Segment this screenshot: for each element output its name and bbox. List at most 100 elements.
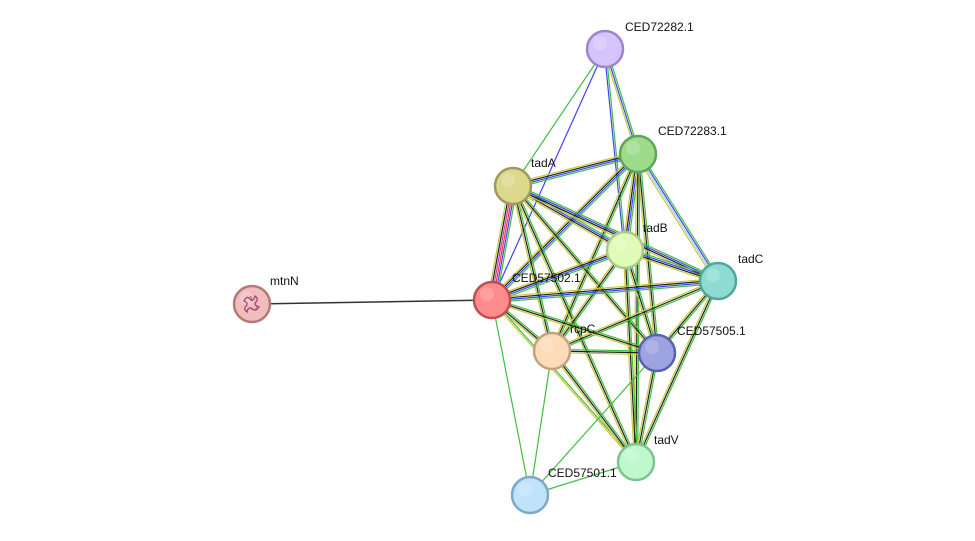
edge-evidence-line [551, 350, 637, 463]
edge-CED72283.1-CED57502.1[interactable] [489, 151, 641, 303]
node-tadA[interactable]: tadA [493, 156, 556, 206]
edge-evidence-line [635, 153, 639, 463]
node-circle[interactable] [232, 284, 272, 324]
node-highlight [624, 449, 638, 463]
edge-CED72283.1-tadC[interactable] [635, 152, 721, 283]
node-circle[interactable] [698, 261, 738, 301]
node-circle[interactable] [493, 166, 533, 206]
node-CED72283.1[interactable]: CED72283.1 [618, 124, 727, 174]
edge-evidence-line [635, 155, 717, 283]
edge-tadB-tadV[interactable] [622, 249, 639, 463]
edge-evidence-line [491, 248, 625, 300]
node-CED57501.1[interactable]: CED57501.1 [510, 466, 617, 515]
node-label: tadB [643, 221, 668, 235]
edge-CED72283.1-tadA[interactable] [512, 150, 639, 190]
edge-evidence-line [512, 150, 638, 185]
edge-evidence-line [491, 277, 718, 299]
node-mtnN[interactable]: mtnN [232, 274, 299, 324]
node-highlight [540, 338, 554, 352]
edge-evidence-line [491, 299, 531, 496]
edge-evidence-line [529, 352, 658, 496]
edge-evidence-line [605, 48, 627, 250]
edge-evidence-line [251, 299, 493, 305]
edge-CED57502.1-mtnN[interactable] [251, 299, 493, 305]
node-circle[interactable] [616, 442, 656, 482]
node-CED57505.1[interactable]: CED57505.1 [637, 324, 746, 373]
edge-CED57502.1-CED57501.1[interactable] [491, 299, 531, 496]
node-label: CED57501.1 [548, 466, 617, 480]
edge-CED72282.1-tadA[interactable] [512, 48, 606, 187]
edge-CED57505.1-CED57501.1[interactable] [529, 352, 658, 496]
node-tadV[interactable]: tadV [616, 433, 679, 482]
node-circle[interactable] [532, 331, 572, 371]
node-tadB[interactable]: tadB [605, 221, 668, 270]
node-label: tadV [654, 433, 679, 447]
edge-evidence-line [552, 282, 719, 354]
edge-evidence-line [492, 250, 626, 302]
edge-evidence-line [490, 300, 636, 463]
node-highlight [593, 36, 607, 50]
edge-evidence-line [551, 278, 718, 350]
edge-evidence-line [490, 185, 513, 300]
edge-evidence-line [489, 151, 637, 299]
node-CED72282.1[interactable]: CED72282.1 [585, 20, 694, 69]
node-tadC[interactable]: tadC [698, 252, 764, 301]
edge-evidence-line [512, 152, 638, 186]
edge-evidence-line [495, 186, 518, 301]
edge-CED72283.1-rcpC[interactable] [549, 153, 641, 352]
edge-evidence-line [633, 280, 717, 462]
edge-rcpC-CED57501.1[interactable] [529, 350, 553, 496]
edge-evidence-line [637, 281, 721, 463]
edge-tadC-rcpC[interactable] [551, 278, 719, 354]
edge-evidence-line [552, 349, 638, 462]
edge-evidence-line [488, 185, 512, 300]
edge-tadA-rcpC[interactable] [510, 185, 555, 352]
edge-evidence-line [636, 154, 718, 282]
node-label: tadC [738, 252, 764, 266]
edge-evidence-line [492, 281, 719, 302]
edge-CED72282.1-tadB[interactable] [603, 48, 627, 251]
edge-evidence-line [491, 301, 657, 356]
edge-tadA-CED57502.1[interactable] [487, 185, 518, 301]
node-circle[interactable] [637, 333, 677, 373]
node-highlight [518, 482, 532, 496]
edge-evidence-line [490, 152, 638, 300]
edge-tadA-CED57505.1[interactable] [511, 184, 659, 355]
edge-evidence-line [511, 187, 625, 253]
edge-evidence-line [493, 186, 517, 301]
edge-evidence-line [551, 249, 626, 352]
node-circle[interactable] [605, 230, 645, 270]
node-label: CED57505.1 [677, 324, 746, 338]
node-circle[interactable] [585, 29, 625, 69]
edge-evidence-line [529, 350, 553, 496]
edge-tadB-CED57502.1[interactable] [490, 247, 627, 303]
edge-tadC-CED57502.1[interactable] [491, 277, 719, 304]
edge-evidence-line [512, 185, 637, 463]
edge-evidence-line [624, 249, 637, 463]
node-highlight [706, 268, 720, 282]
edge-evidence-line [512, 48, 606, 187]
edge-evidence-line [512, 185, 658, 354]
node-rcpC[interactable]: rcpC [532, 322, 596, 371]
edge-evidence-line [638, 153, 720, 281]
edge-evidence-line [635, 280, 719, 463]
node-label: rcpC [570, 322, 596, 336]
edge-evidence-line [513, 155, 639, 190]
node-highlight [613, 237, 627, 251]
edge-evidence-line [492, 186, 515, 301]
node-circle[interactable] [472, 280, 512, 320]
edge-tadC-tadV[interactable] [633, 280, 721, 463]
node-circle[interactable] [618, 134, 658, 174]
node-label: CED72283.1 [658, 124, 727, 138]
edge-evidence-line [511, 186, 657, 355]
edge-tadB-rcpC[interactable] [550, 248, 627, 353]
node-CED57502.1[interactable]: CED57502.1 [472, 271, 581, 320]
node-circle[interactable] [510, 475, 550, 515]
edge-rcpC-tadV[interactable] [550, 349, 638, 464]
edge-CED57502.1-CED57505.1[interactable] [491, 297, 658, 356]
edge-evidence-line [549, 153, 637, 351]
edge-evidence-line [603, 49, 625, 251]
edge-evidence-line [639, 153, 660, 353]
